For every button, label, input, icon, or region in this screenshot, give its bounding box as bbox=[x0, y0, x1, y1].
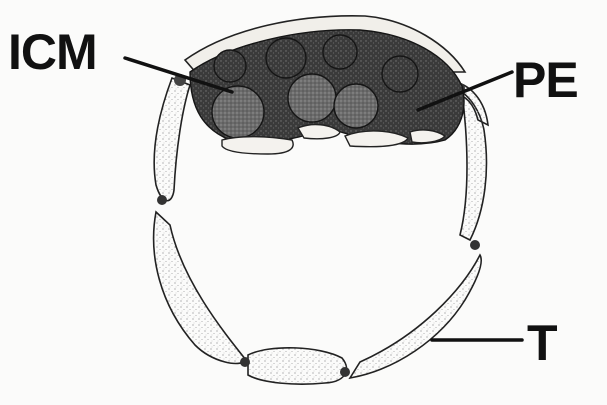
pe-label: PE bbox=[513, 55, 578, 105]
icm-label: ICM bbox=[8, 27, 97, 77]
t-label: T bbox=[527, 318, 557, 368]
